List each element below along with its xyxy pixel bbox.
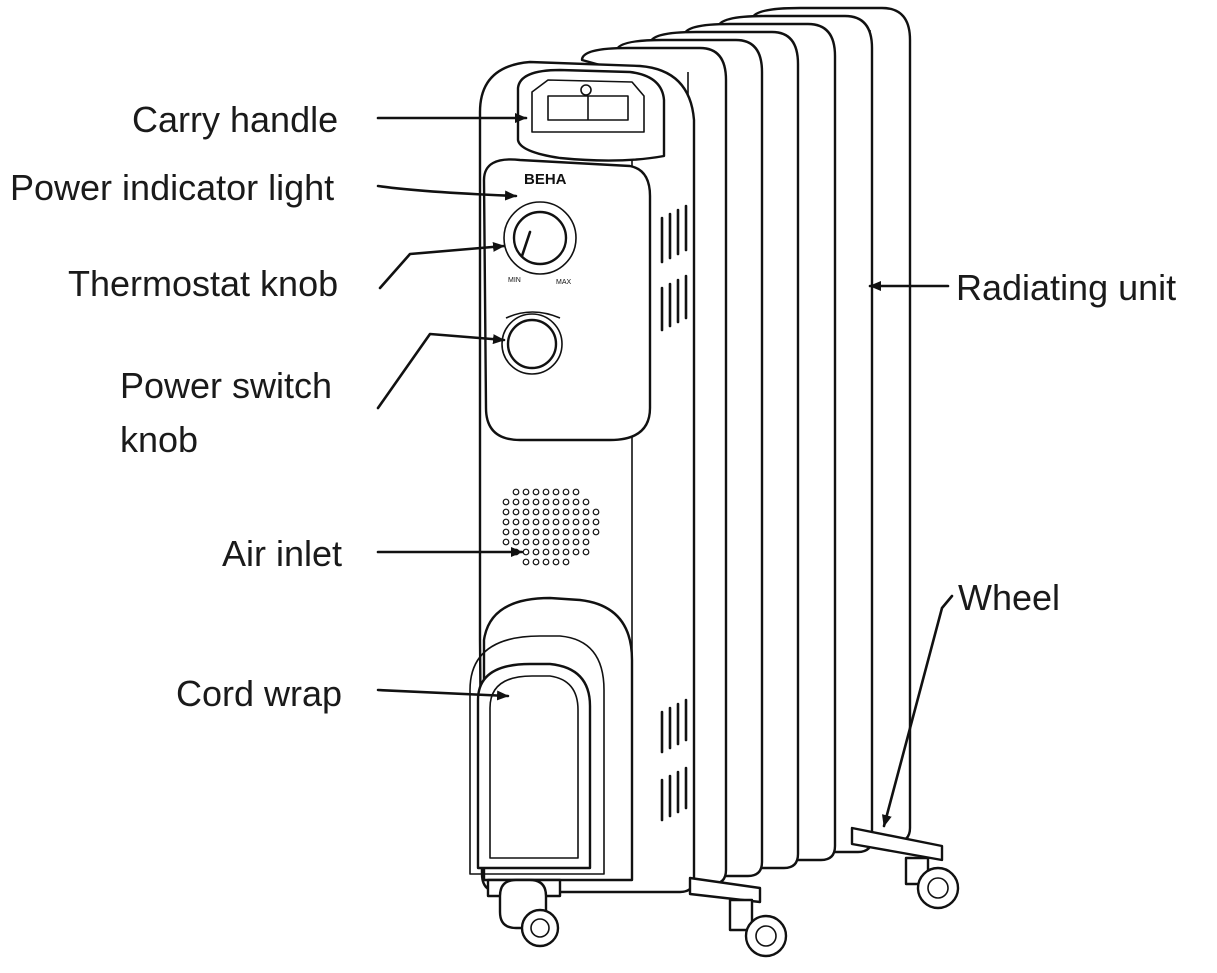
callout-carry-handle: Carry handle <box>132 99 526 140</box>
label-power-indicator-light: Power indicator light <box>10 167 334 208</box>
control-panel: BEHA MIN MAX <box>484 159 650 440</box>
label-radiating-unit: Radiating unit <box>956 267 1176 308</box>
label-power-switch-knob-line1: Power switch <box>120 365 332 406</box>
callout-power-switch-knob: Power switch knob <box>120 334 504 460</box>
power-switch-knob[interactable] <box>508 320 556 368</box>
label-thermostat-knob: Thermostat knob <box>68 263 338 304</box>
callout-radiating-unit: Radiating unit <box>870 267 1176 308</box>
label-power-switch-knob-line2: knob <box>120 419 198 460</box>
callout-thermostat-knob: Thermostat knob <box>68 246 504 304</box>
svg-text:MIN: MIN <box>508 277 521 284</box>
brand-logo: BEHA <box>524 171 567 188</box>
callout-cord-wrap: Cord wrap <box>176 673 508 714</box>
carry-handle <box>518 70 664 161</box>
callout-air-inlet: Air inlet <box>222 533 522 574</box>
cord-wrap <box>470 598 632 880</box>
label-wheel: Wheel <box>958 577 1060 618</box>
label-air-inlet: Air inlet <box>222 533 342 574</box>
callout-power-indicator-light: Power indicator light <box>10 167 516 208</box>
label-carry-handle: Carry handle <box>132 99 338 140</box>
label-cord-wrap: Cord wrap <box>176 673 342 714</box>
svg-text:MAX: MAX <box>556 279 572 286</box>
